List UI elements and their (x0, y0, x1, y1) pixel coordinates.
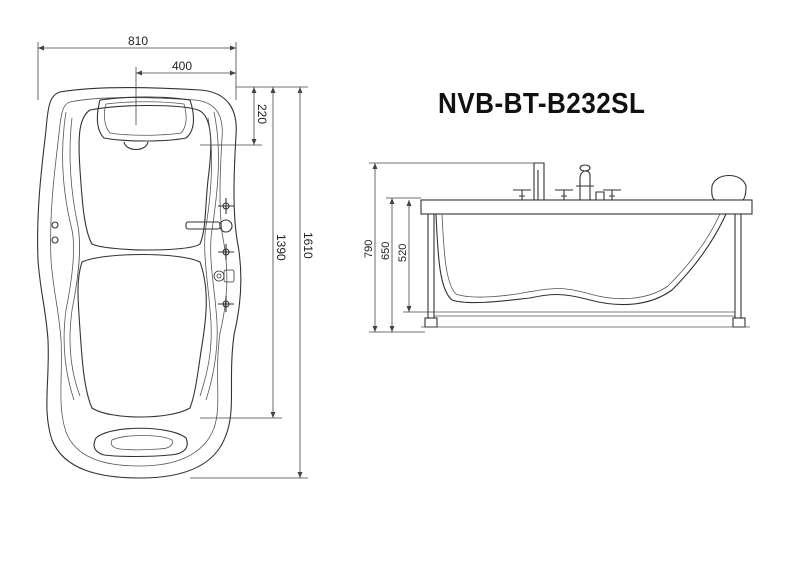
upper-basin (78, 104, 212, 251)
faucet-column (533, 162, 545, 200)
dim-width-label: 810 (128, 34, 148, 48)
valve-handle-2 (218, 244, 234, 260)
side-view: 790 650 520 (363, 162, 753, 333)
handshower (213, 269, 235, 283)
basin-profile (435, 213, 727, 306)
dim-total-length-label: 1610 (301, 232, 315, 259)
headrest-inner (103, 101, 187, 136)
dimension-height-inner: 520 (397, 200, 434, 313)
side-headrest (711, 174, 747, 201)
frame-left (427, 214, 435, 319)
armrest-right (199, 111, 219, 401)
bottom-rail (434, 311, 735, 317)
model-title: NVB-BT-B232SL (438, 88, 646, 120)
spout-knob (219, 219, 233, 233)
jet-icon (51, 236, 59, 244)
drain-top (123, 141, 149, 151)
dimension-inner-length: 1390 (200, 86, 288, 419)
dim-height-inner-label: 520 (397, 244, 409, 262)
dim-headrest-depth-label: 220 (255, 104, 269, 124)
dim-inner-length-label: 1390 (274, 234, 288, 261)
dimension-total-length: 1610 (190, 86, 315, 479)
tub-rim (420, 199, 753, 215)
armrest-left (62, 111, 81, 401)
side-handshower (576, 164, 594, 200)
lower-basin (77, 253, 207, 418)
foot-right (732, 317, 746, 328)
spout (185, 221, 221, 230)
dim-headrest-width-label: 400 (172, 59, 192, 73)
dim-height-total-label: 790 (363, 240, 375, 258)
top-view: 810 400 220 1390 1610 (37, 34, 315, 479)
basin-profile-inner (441, 213, 721, 300)
side-valve-2 (555, 189, 573, 200)
side-valve-1 (513, 189, 531, 200)
dimension-headrest-width: 400 (135, 59, 236, 125)
headrest (96, 96, 195, 142)
tub-outer-outline (37, 87, 242, 479)
dimension-width: 810 (37, 34, 237, 100)
dimension-height-total: 790 (363, 162, 534, 333)
dimension-height-rim: 650 (380, 197, 421, 332)
tub-inner-rim (50, 97, 228, 467)
valve-handle-3 (218, 296, 234, 312)
dimension-headrest-depth: 220 (200, 86, 269, 146)
side-valve-3 (603, 189, 621, 200)
footrest-inner (110, 435, 173, 451)
jet-icon (51, 221, 59, 229)
diverter (595, 191, 605, 201)
footrest (93, 427, 188, 458)
dim-height-rim-label: 650 (380, 242, 392, 260)
frame-right (734, 214, 742, 319)
valve-handle-1 (218, 198, 234, 214)
foot-left (424, 317, 438, 328)
